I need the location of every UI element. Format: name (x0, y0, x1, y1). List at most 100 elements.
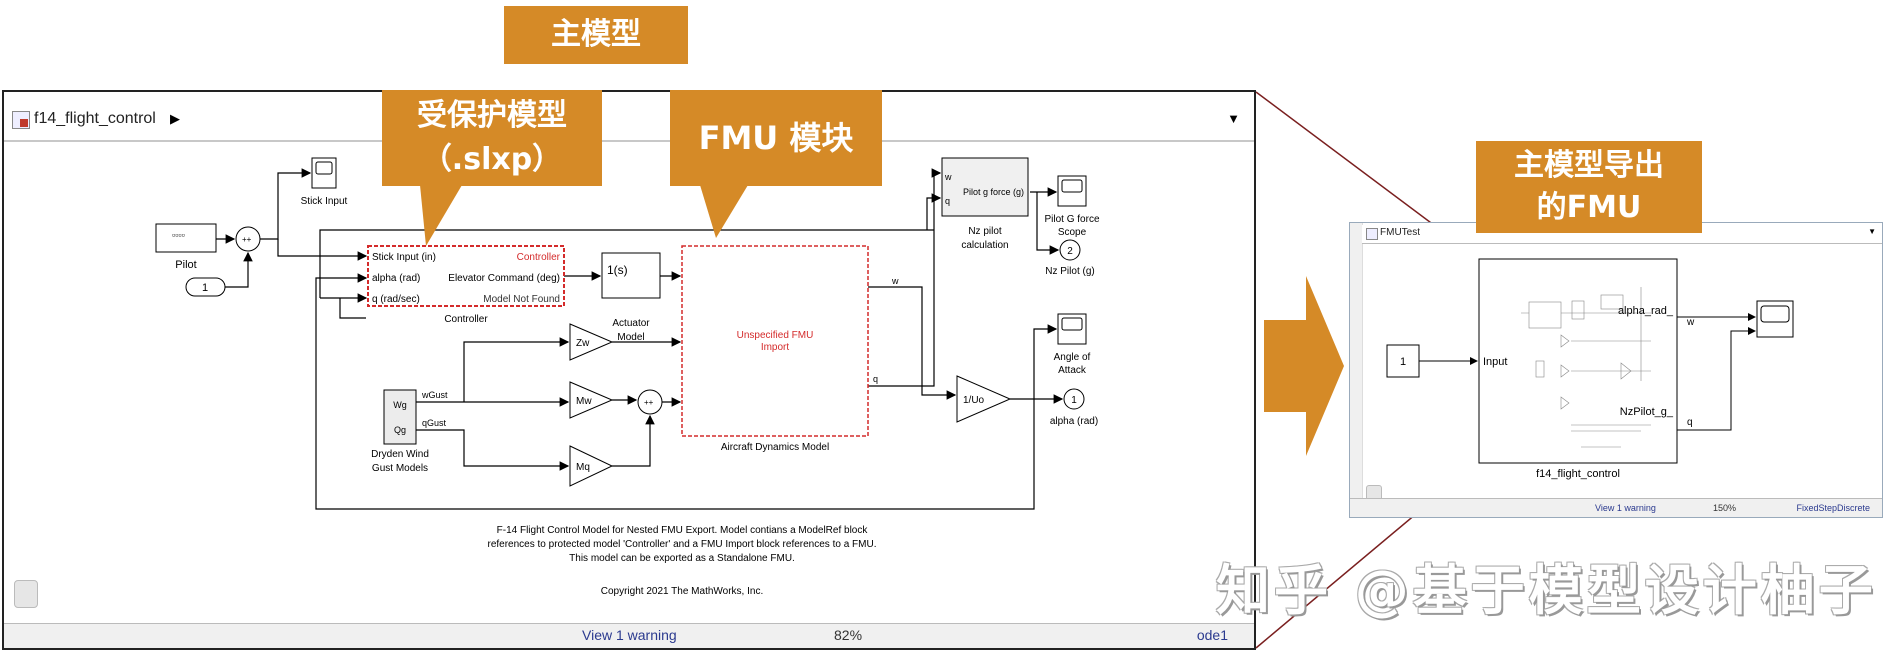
description-line-3: This model can be exported as a Standalo… (569, 553, 795, 564)
dryden-block[interactable] (383, 389, 417, 445)
fmu-text-2: Import (761, 342, 790, 353)
actuator-label: Actuator (612, 318, 650, 329)
nz-port-q: q (945, 196, 950, 206)
pilot-block[interactable] (155, 223, 217, 253)
gforce-scope-label: Pilot G force (1044, 214, 1099, 225)
scope-screen-icon (315, 161, 333, 175)
block-diagram: ▫▫▫▫ Pilot ++ 1 Stick Input Stick Input … (155, 157, 1100, 597)
controller-port-stick: Stick Input (in) (372, 252, 436, 263)
scope-screen-icon (1760, 305, 1790, 323)
aoa-label-2: Attack (1058, 365, 1087, 376)
controller-label: Controller (444, 314, 488, 325)
controller-port-q: q (rad/sec) (372, 294, 420, 305)
breadcrumb[interactable]: FMUTest (1380, 227, 1420, 238)
outport-2[interactable] (1059, 239, 1081, 261)
callout-protected-model: 受保护模型 （.slxp） (382, 90, 602, 186)
watermark: 知乎 @基于模型设计柚子 (1216, 559, 1877, 622)
protected-pointer (420, 185, 462, 246)
warning-link[interactable]: View 1 warning (582, 627, 677, 643)
fmu-test-window: FMUTest ▼ 1 Input alpha_rad_ NzPilot_g_ … (1349, 222, 1883, 518)
model-icon (12, 111, 30, 129)
sum-block-2[interactable] (637, 389, 663, 415)
dryden-port-wg: Wg (393, 400, 407, 410)
gain-zw-text: Zw (576, 338, 590, 349)
fmu-import-block[interactable] (681, 245, 869, 437)
pilot-label: Pilot (175, 259, 196, 271)
fmu-label: Aircraft Dynamics Model (721, 442, 829, 453)
zoom-level: 82% (834, 627, 863, 643)
outport-2-label: Nz Pilot (g) (1045, 266, 1094, 277)
signal-q-label: q (1687, 417, 1693, 428)
signal-w-label: w (1686, 317, 1695, 328)
gain-mw[interactable] (569, 381, 614, 419)
sum-block[interactable] (235, 226, 261, 252)
dropdown-arrow-icon[interactable]: ▼ (1868, 227, 1876, 236)
outport-2-num: 2 (1067, 246, 1073, 257)
scope-screen-icon (1061, 179, 1083, 193)
breadcrumb-arrow-icon[interactable]: ▶ (170, 111, 180, 126)
constant-block[interactable] (185, 277, 226, 297)
nz-pilot-block[interactable] (941, 157, 1029, 217)
arrow-right-icon (1264, 276, 1344, 456)
dryden-label-2: Gust Models (372, 463, 428, 474)
actuator-block[interactable] (601, 252, 661, 299)
description-line-1: F-14 Flight Control Model for Nested FMU… (497, 525, 869, 536)
controller-protected-model-block[interactable] (367, 245, 565, 307)
signal-lines (216, 168, 1064, 510)
gain-zw[interactable] (569, 323, 614, 361)
palette-toolbar[interactable] (1350, 223, 1363, 499)
fmu-export-block[interactable] (1478, 258, 1678, 464)
constant-value: 1 (202, 282, 208, 294)
callout-protected-line-2: （.slxp） (421, 142, 563, 177)
constant-block[interactable] (1386, 344, 1420, 378)
dryden-port-qg: Qg (394, 425, 406, 435)
thumbnail-diagram (1521, 287, 1651, 448)
signal-w-label: w (891, 276, 899, 286)
status-bar: View 1 warning 82% ode1 (4, 623, 1254, 648)
block-label: f14_flight_control (1536, 468, 1620, 480)
warning-link[interactable]: View 1 warning (1595, 503, 1656, 513)
nz-label: Nz pilot (968, 226, 1002, 237)
gain-mq-text: Mq (576, 462, 590, 473)
nz-label-2: calculation (961, 240, 1008, 251)
explorer-bar: f14_flight_control ▶ ▼ (4, 100, 1254, 142)
port-alpha: alpha_rad_ (1618, 305, 1674, 317)
callout-exported-fmu: 主模型导出 的FMU (1476, 141, 1702, 233)
signal-builder-icon: ▫▫▫▫ (172, 230, 185, 240)
callout-exported-line-1: 主模型导出 (1514, 148, 1664, 183)
gain-mq[interactable] (569, 445, 614, 487)
callout-pointers (420, 185, 748, 246)
signal-q-label: q (873, 374, 878, 384)
breadcrumb[interactable]: f14_flight_control (34, 110, 156, 127)
sum-signs: ++ (242, 235, 252, 244)
outport-1[interactable] (1063, 388, 1085, 410)
model-data-button[interactable] (14, 580, 38, 608)
actuator-label-2: Model (617, 332, 644, 343)
solver-link[interactable]: ode1 (1196, 627, 1228, 643)
dryden-label: Dryden Wind (371, 449, 429, 460)
controller-port-alpha: alpha (rad) (372, 273, 420, 284)
model-icon (1366, 228, 1378, 240)
scope-screen-icon (1061, 317, 1083, 331)
qgust-label: qGust (422, 418, 447, 428)
description-line-2: references to protected model 'Controlle… (488, 539, 877, 550)
constant-value: 1 (1400, 356, 1406, 368)
fmu-pointer (700, 185, 748, 238)
main-model-window: f14_flight_control ▶ ▼ (2, 90, 1256, 650)
solver-link[interactable]: FixedStepDiscrete (1796, 503, 1870, 513)
gain-1-uo[interactable] (956, 375, 1012, 423)
stick-input-label: Stick Input (301, 196, 348, 207)
aoa-label: Angle of (1054, 352, 1091, 363)
lock-badge-icon (20, 119, 28, 127)
fmu-text: Unspecified FMU (737, 330, 814, 341)
callout-main-model: 主模型 (504, 6, 688, 64)
controller-port-out: Elevator Command (deg) (448, 273, 560, 284)
dropdown-arrow-icon[interactable]: ▼ (1227, 111, 1240, 126)
port-nz: NzPilot_g_ (1620, 406, 1674, 418)
gain-1-uo-text: 1/Uo (963, 395, 985, 406)
callout-fmu-block: FMU 模块 (670, 90, 882, 186)
callout-exported-line-2: 的FMU (1536, 190, 1642, 225)
actuator-transfer-fn: 1(s) (607, 263, 628, 277)
zoom-level: 150% (1713, 503, 1737, 513)
nz-text: Pilot g force (g) (963, 187, 1024, 197)
